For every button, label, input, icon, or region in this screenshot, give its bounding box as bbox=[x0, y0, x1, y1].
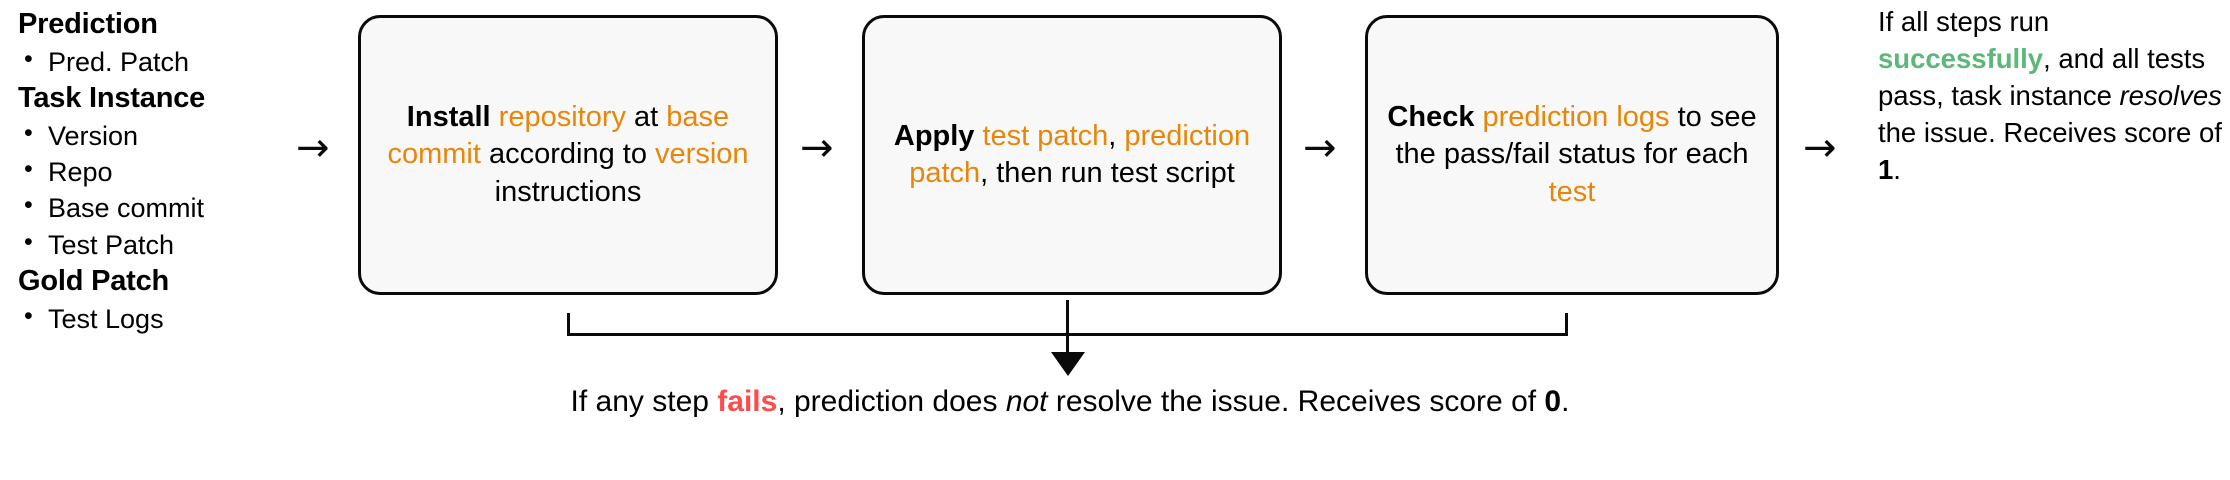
inputs-legend: Prediction Pred. Patch Task Instance Ver… bbox=[18, 6, 348, 337]
input-group: Prediction Pred. Patch bbox=[18, 6, 348, 80]
group-items-task-instance: Version Repo Base commit Test Patch bbox=[18, 117, 348, 263]
step-box-check: Check prediction logs to see the pass/fa… bbox=[1365, 15, 1779, 295]
arrow-right-icon-3: → bbox=[1803, 125, 1837, 171]
arrow-right-icon-0: → bbox=[296, 125, 330, 171]
step-box-apply: Apply test patch, prediction patch, then… bbox=[862, 15, 1282, 295]
group-title-prediction: Prediction bbox=[18, 8, 158, 40]
step-text-apply: Apply test patch, prediction patch, then… bbox=[893, 119, 1251, 189]
down-arrow-icon bbox=[1051, 352, 1085, 376]
arrow-right-icon-2: → bbox=[1303, 125, 1337, 171]
step-text-check: Check prediction logs to see the pass/fa… bbox=[1387, 101, 1757, 208]
list-item: Version bbox=[18, 117, 348, 154]
list-item: Test Patch bbox=[18, 226, 348, 263]
list-item: Test Logs bbox=[18, 300, 348, 337]
group-items-prediction: Pred. Patch bbox=[18, 43, 348, 80]
input-group: Task Instance Version Repo Base commit T… bbox=[18, 80, 348, 263]
input-group: Gold Patch Test Logs bbox=[18, 263, 348, 337]
list-item: Base commit bbox=[18, 189, 348, 226]
list-item: Pred. Patch bbox=[18, 43, 348, 80]
group-title-gold-patch: Gold Patch bbox=[18, 264, 170, 297]
step-text-install: Install repository at base commit accord… bbox=[387, 101, 749, 208]
arrow-right-icon-1: → bbox=[800, 125, 834, 171]
step-box-install: Install repository at base commit accord… bbox=[358, 15, 778, 295]
down-arrow-stem bbox=[1066, 300, 1070, 362]
fail-note: If any step fails, prediction does not r… bbox=[570, 385, 1570, 418]
list-item: Repo bbox=[18, 153, 348, 190]
group-items-gold-patch: Test Logs bbox=[18, 300, 348, 337]
group-title-task-instance: Task Instance bbox=[18, 82, 206, 114]
success-note: If all steps run successfully, and all t… bbox=[1878, 6, 2222, 185]
